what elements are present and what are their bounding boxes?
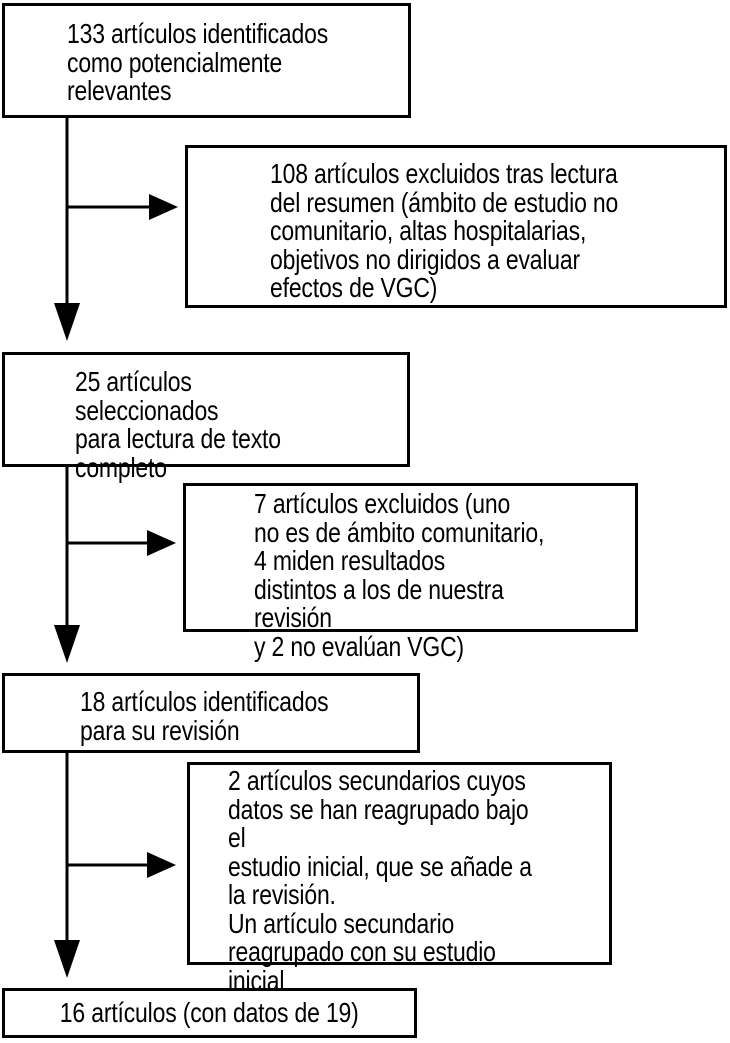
flow-box-revision: 18 artículos identificados para su revis… [2,673,420,753]
flow-box-excluidos-resumen: 108 artículos excluidos tras lectura del… [185,145,727,308]
flow-box-secundarios-text: 2 artículos secundarios cuyos datos se h… [228,765,532,996]
flow-box-identificados: 133 artículos identificados como potenci… [2,3,411,118]
flow-box-excluidos-resumen-text: 108 artículos excluidos tras lectura del… [270,158,619,303]
flow-box-finales-text: 16 artículos (con datos de 19) [60,996,359,1028]
arrowhead-right-icon [149,194,178,220]
arrowhead-down-icon [54,303,80,341]
flow-box-seleccionados: 25 artículos seleccionados para lectura … [2,352,410,481]
flow-box-identificados-text: 133 artículos identificados como potenci… [67,18,329,106]
arrow-seleccionados-branch [54,467,176,663]
arrowhead-right-icon [147,530,176,556]
flow-box-secundarios: 2 artículos secundarios cuyos datos se h… [187,762,612,994]
flow-box-seleccionados-text: 25 artículos seleccionados para lectura … [75,366,281,483]
flow-box-revision-text: 18 artículos identificados para su revis… [80,686,329,746]
arrow-identificados-branch [54,118,178,341]
flow-box-excluidos-texto-text: 7 artículos excluidos (uno no es de ámbi… [254,488,545,662]
arrowhead-down-icon [54,940,80,978]
arrowhead-right-icon [147,852,176,878]
flow-box-excluidos-texto: 7 artículos excluidos (uno no es de ámbi… [183,483,638,660]
arrow-revision-branch [54,752,176,978]
arrowhead-down-icon [54,625,80,663]
flow-box-finales: 16 artículos (con datos de 19) [2,988,417,1038]
